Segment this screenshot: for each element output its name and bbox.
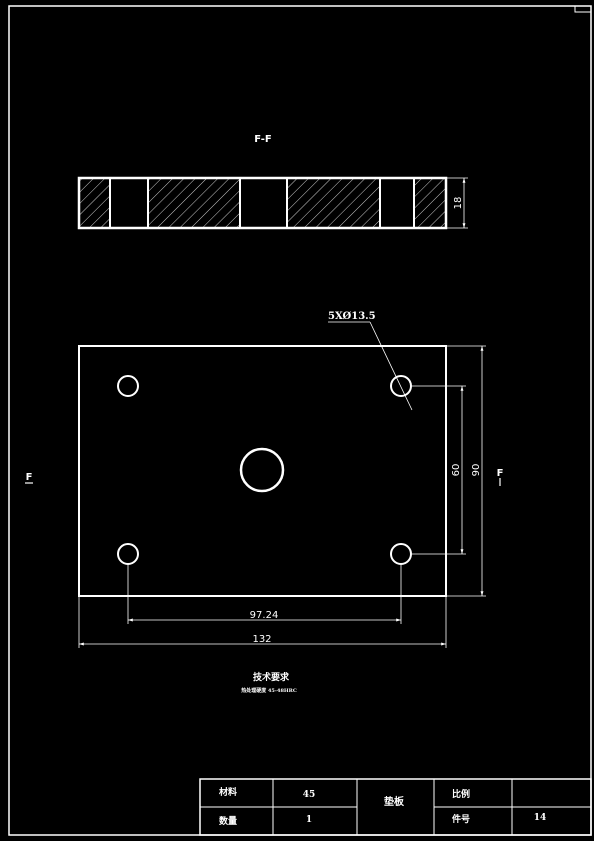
hole-center — [239, 447, 285, 493]
hole-callout: 5XØ13.5 — [328, 311, 376, 322]
dimension-hole-spacing-x — [127, 564, 402, 624]
part-no-value: 14 — [534, 813, 547, 823]
quantity-value: 1 — [306, 815, 312, 825]
part-name: 垫板 — [384, 795, 405, 808]
dim-hole-spacing-x-label: 97.24 — [250, 610, 279, 621]
section-title: F-F — [254, 134, 272, 145]
title-block — [199, 778, 592, 836]
material-value: 45 — [303, 790, 316, 800]
hole-top-left — [117, 375, 139, 397]
dim-overall-height-label: 90 — [471, 464, 482, 477]
scale-label: 比例 — [452, 788, 470, 800]
section-mark-left: F — [26, 472, 33, 483]
tech-requirements-title: 技术要求 — [253, 671, 290, 683]
dimension-hole-spacing-y — [411, 385, 466, 555]
corner-mark — [574, 5, 592, 13]
dimension-overall-width — [78, 596, 447, 648]
section-mark-right: F — [497, 468, 504, 479]
part-no-label: 件号 — [452, 813, 470, 825]
dimension-overall-height — [446, 345, 486, 597]
dim-hole-spacing-y-label: 60 — [451, 464, 462, 477]
hole-bottom-right — [390, 543, 412, 565]
dim-thickness-label: 18 — [453, 197, 464, 210]
dimension-thickness — [446, 177, 468, 229]
hole-bottom-left — [117, 543, 139, 565]
plate-outline — [78, 345, 447, 597]
material-label: 材料 — [218, 786, 237, 798]
hole-top-right — [390, 375, 412, 397]
tech-requirements-note: 热处理硬度 45-48HRC — [241, 687, 297, 694]
quantity-label: 数量 — [219, 815, 237, 827]
section-view — [77, 176, 448, 230]
hole-callout-leader — [328, 321, 413, 411]
sheet-border — [8, 5, 592, 836]
dim-overall-width-label: 132 — [252, 634, 271, 645]
